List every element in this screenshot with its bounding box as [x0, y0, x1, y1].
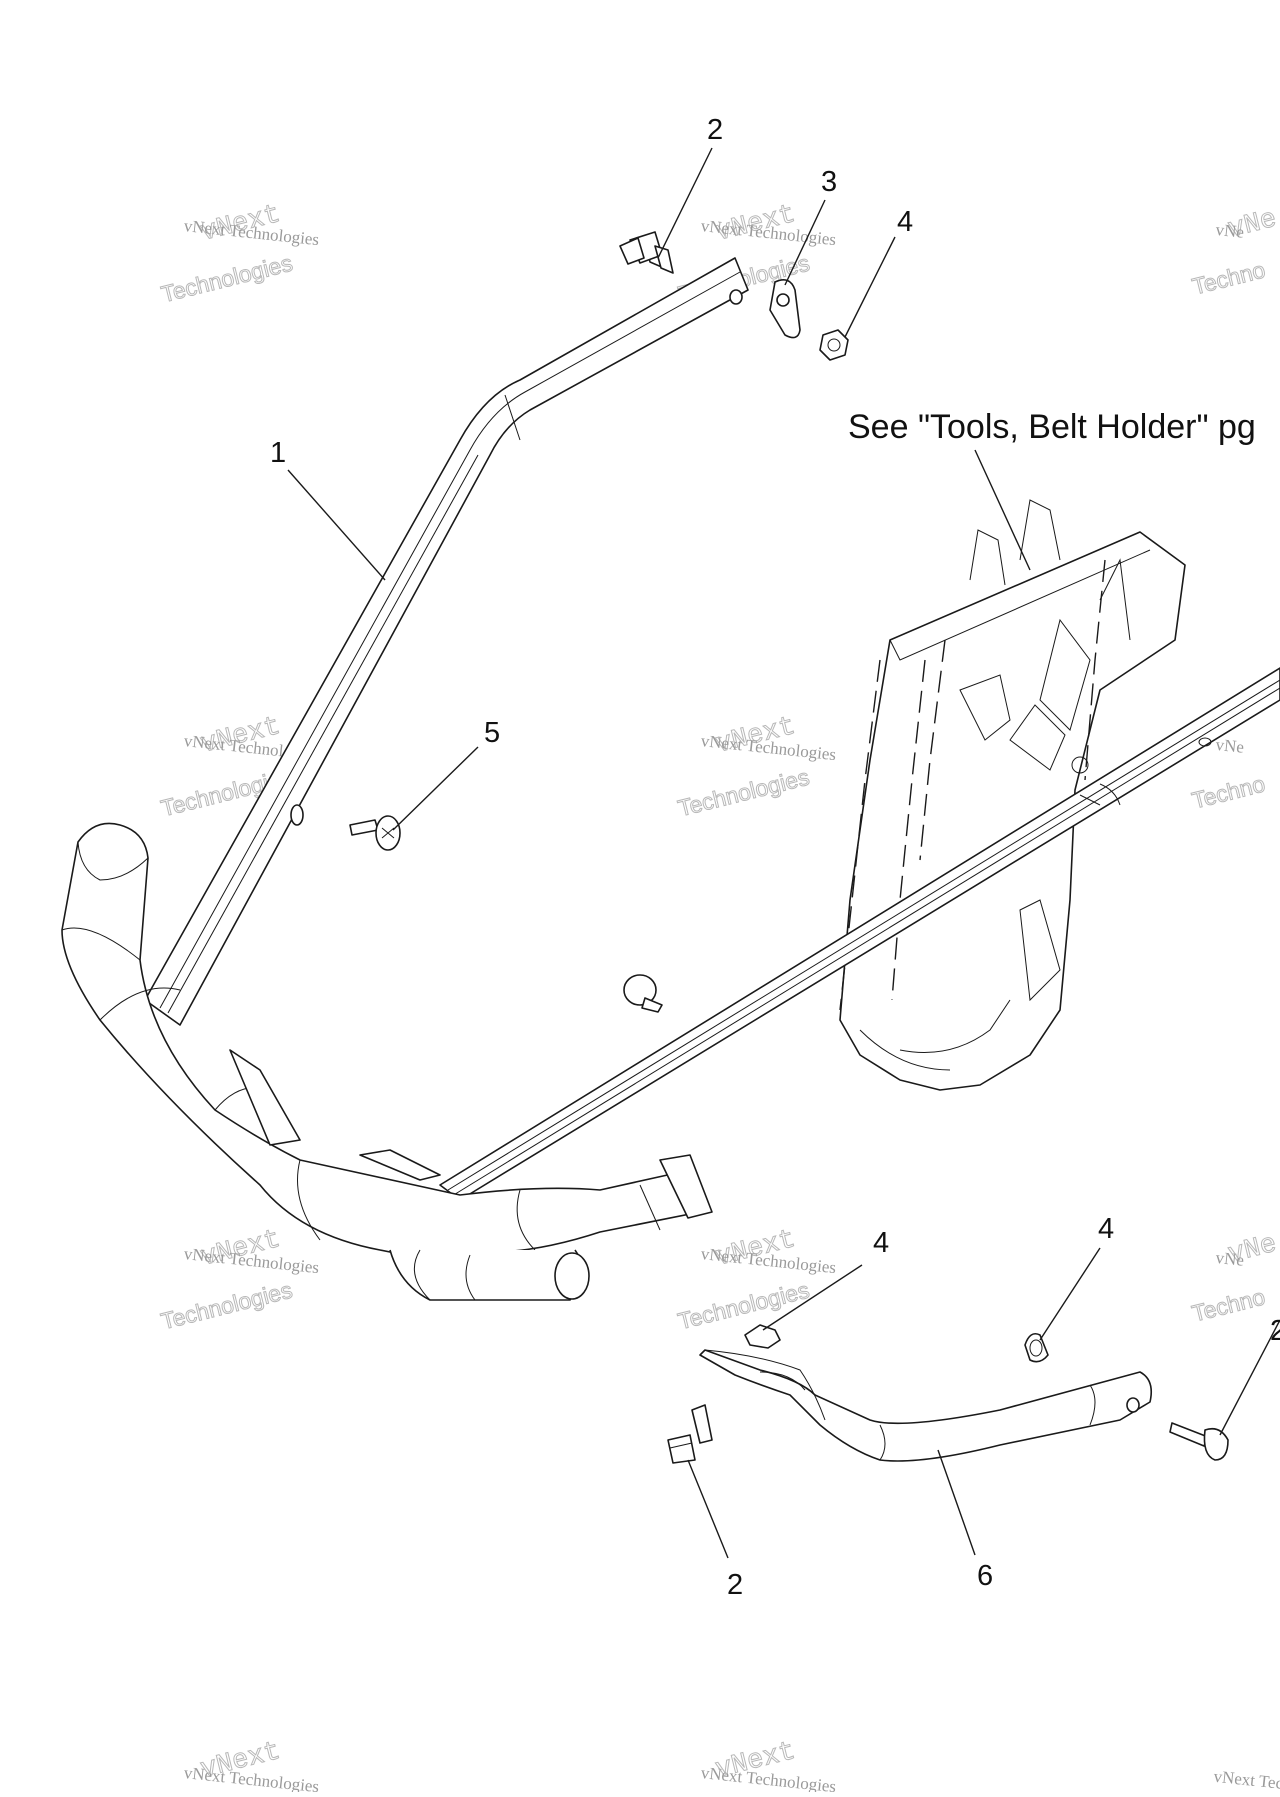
nut-item-4-lower-left — [744, 1324, 781, 1349]
bar-item-1 — [144, 257, 749, 1026]
callout-4-lower-right: 4 — [1098, 1213, 1114, 1245]
screw-item-5 — [349, 815, 401, 851]
callout-4-top: 4 — [897, 206, 913, 238]
svg-text:Technologies: Technologies — [159, 250, 296, 308]
watermark-11: vNext vNext Technologies — [700, 1737, 837, 1797]
svg-text:Technologies: Technologies — [675, 764, 812, 822]
svg-text:vNe: vNe — [1215, 220, 1245, 242]
bolt-item-2-top — [619, 231, 674, 274]
watermark-12: vNext Tec — [1213, 1767, 1280, 1793]
callout-3: 3 — [821, 166, 837, 198]
bolt-item-2-right — [1169, 1422, 1229, 1461]
bracket-item-6 — [699, 1349, 1153, 1462]
plate-item-3 — [769, 279, 801, 339]
watermark-3: vNe vNe Techno — [1189, 204, 1280, 300]
watermark-10: vNext vNext Technologies — [183, 1737, 320, 1797]
callout-4-lower-left: 4 — [873, 1227, 889, 1259]
nut-item-4-top — [819, 329, 849, 361]
bolt-item-2-bottom — [667, 1404, 713, 1464]
belt-holder-assembly — [839, 499, 1186, 1091]
long-bar — [439, 667, 1280, 1201]
svg-text:vNe: vNe — [1215, 735, 1245, 757]
svg-text:Techno: Techno — [1190, 256, 1268, 299]
svg-text:vNext Tec: vNext Tec — [1213, 1767, 1280, 1792]
callout-6: 6 — [977, 1560, 993, 1592]
watermark-1: vNext vNext Technologies Technologies — [158, 200, 320, 308]
svg-text:Techno: Techno — [1189, 770, 1267, 813]
nut-item-4-lower-right — [1024, 1332, 1049, 1363]
leader-lines — [287, 147, 1280, 1559]
watermark-9: vNe vNe Techno — [1189, 1229, 1280, 1327]
bumper-tube — [61, 822, 713, 1301]
watermark-8: vNext vNext Technologies Technologies — [675, 1225, 837, 1335]
svg-text:Technologies: Technologies — [158, 1277, 295, 1335]
callout-2-right: 2 — [1270, 1315, 1280, 1347]
belt-holder-reference-note: See "Tools, Belt Holder" pg — [848, 408, 1256, 446]
callout-1: 1 — [270, 437, 286, 469]
svg-text:vNe: vNe — [1215, 1248, 1245, 1270]
callout-5: 5 — [484, 717, 500, 749]
callout-2-bottom: 2 — [727, 1569, 743, 1601]
callout-2-top: 2 — [707, 114, 723, 146]
watermark-5: vNext vNext Technologies Technologies — [675, 712, 837, 822]
watermark-7: vNext vNext Technologies Technologies — [158, 1225, 320, 1335]
svg-text:Techno: Techno — [1189, 1283, 1267, 1326]
screw-unlabeled — [623, 974, 663, 1013]
svg-text:Technologies: Technologies — [675, 1277, 812, 1335]
